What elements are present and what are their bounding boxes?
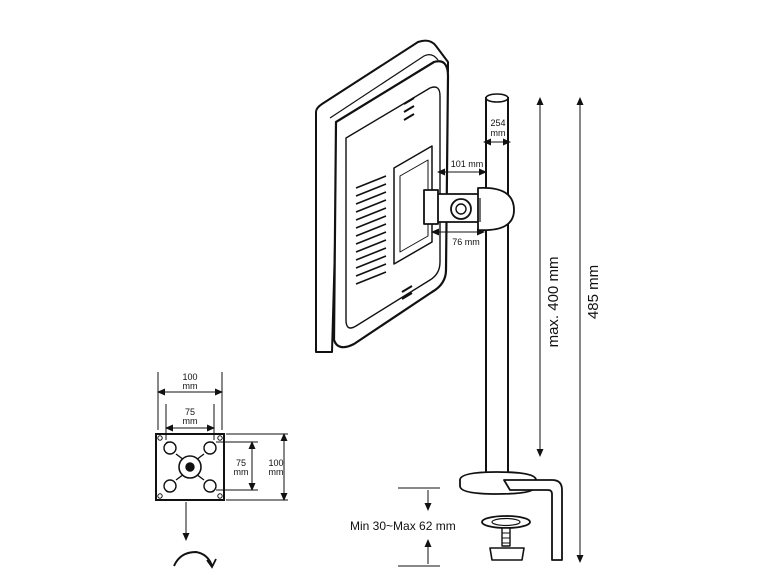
vesa-inner-width-label: 75	[185, 407, 195, 417]
pole-width-label: 254	[490, 118, 505, 128]
rotate-icon	[173, 550, 217, 569]
dim-clamp-range	[398, 487, 440, 567]
dim-vesa-inner-width	[165, 404, 215, 440]
vesa-plate	[155, 433, 225, 501]
monitor-back	[315, 39, 450, 353]
vesa-outer-width-label: 100	[182, 372, 197, 382]
pole	[485, 93, 509, 485]
top-vent-icon	[403, 97, 415, 121]
vesa-outer-height-unit: mm	[269, 467, 284, 477]
vent-slots-icon	[355, 175, 387, 285]
max-height-label: max. 400 mm	[545, 257, 562, 348]
total-height-label: 485 mm	[585, 265, 602, 319]
dim-vesa-outer-height	[226, 433, 288, 501]
vesa-inner-height-unit: mm	[234, 467, 249, 477]
pole-width-unit: mm	[491, 128, 506, 138]
arm-joint	[423, 187, 515, 232]
clamp-body	[503, 479, 563, 561]
vesa-inner-width-unit: mm	[183, 416, 198, 426]
vesa-outer-height-label: 100	[268, 458, 283, 468]
monitor-vesa-recess	[393, 145, 433, 265]
bottom-vent-icon	[401, 285, 413, 300]
clamp-screw	[501, 527, 511, 547]
dim-vesa-outer-width	[157, 372, 223, 430]
clamp-range-label: Min 30~Max 62 mm	[350, 519, 456, 533]
vesa-inner-height-label: 75	[236, 458, 246, 468]
arm-lower-label: 76 mm	[452, 237, 480, 247]
pole-collar	[477, 187, 515, 232]
dim-vesa-inner-height	[216, 441, 258, 491]
vesa-outer-width-unit: mm	[183, 381, 198, 391]
monitor-back-cover	[332, 60, 450, 349]
desk-clamp	[459, 471, 563, 561]
arm-upper-label: 101 mm	[451, 159, 484, 169]
